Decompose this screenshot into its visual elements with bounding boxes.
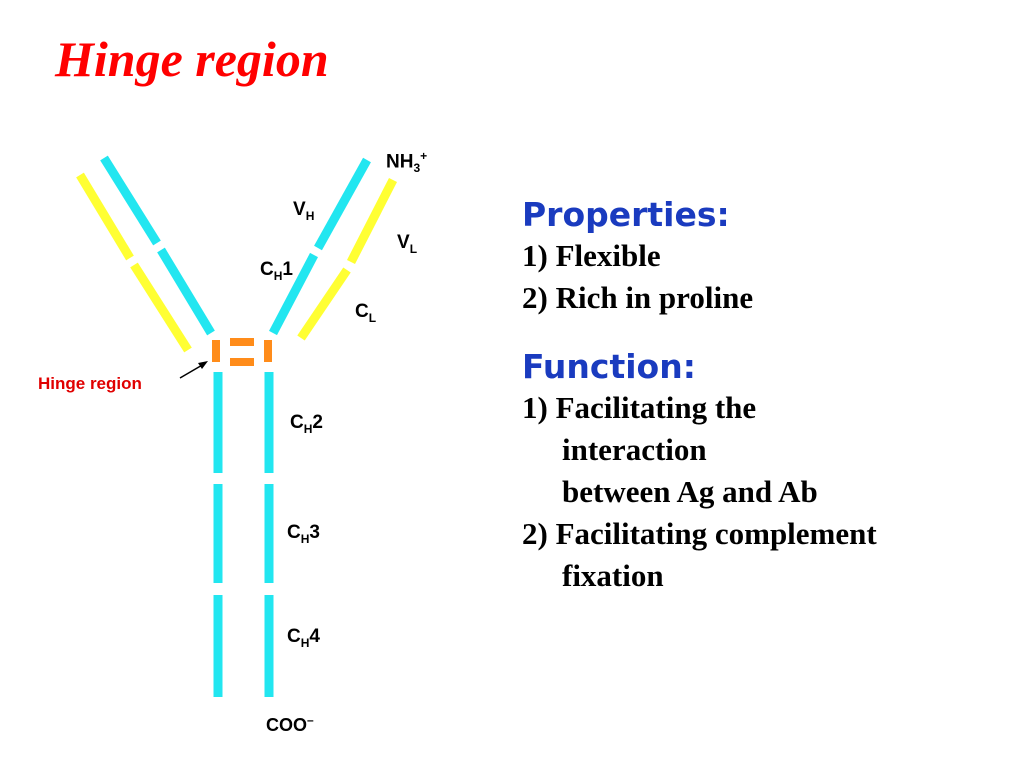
- hinge-region-label: Hinge region: [38, 374, 142, 394]
- function-line: interaction: [522, 429, 1002, 471]
- function-heading: Function:: [522, 347, 1002, 387]
- right-light-chain-c-segment: [301, 270, 347, 338]
- ch3-label: CH3: [287, 523, 320, 545]
- function-line: fixation: [522, 555, 1002, 597]
- vl-label: VL: [397, 233, 417, 255]
- ch4-label: CH4: [287, 627, 320, 649]
- nh3-label: NH3+: [386, 150, 427, 174]
- function-line: 1) Facilitating the: [522, 387, 1002, 429]
- properties-heading: Properties:: [522, 195, 1002, 235]
- function-line: 2) Facilitating complement: [522, 513, 1002, 555]
- text-panel: Properties: 1) Flexible 2) Rich in proli…: [522, 195, 1002, 597]
- hinge-pointer-arrowhead: [198, 361, 208, 369]
- property-item: 2) Rich in proline: [522, 277, 1002, 319]
- property-item: 1) Flexible: [522, 235, 1002, 277]
- cl-label: CL: [355, 302, 376, 324]
- vh-label: VH: [293, 200, 314, 222]
- function-line: between Ag and Ab: [522, 471, 1002, 513]
- ch2-label: CH2: [290, 413, 323, 435]
- coo-label: COO–: [266, 714, 314, 734]
- right-heavy-chain-v-segment: [318, 160, 367, 248]
- ch1-label: CH1: [260, 260, 293, 282]
- right-light-chain-v-segment: [351, 180, 393, 262]
